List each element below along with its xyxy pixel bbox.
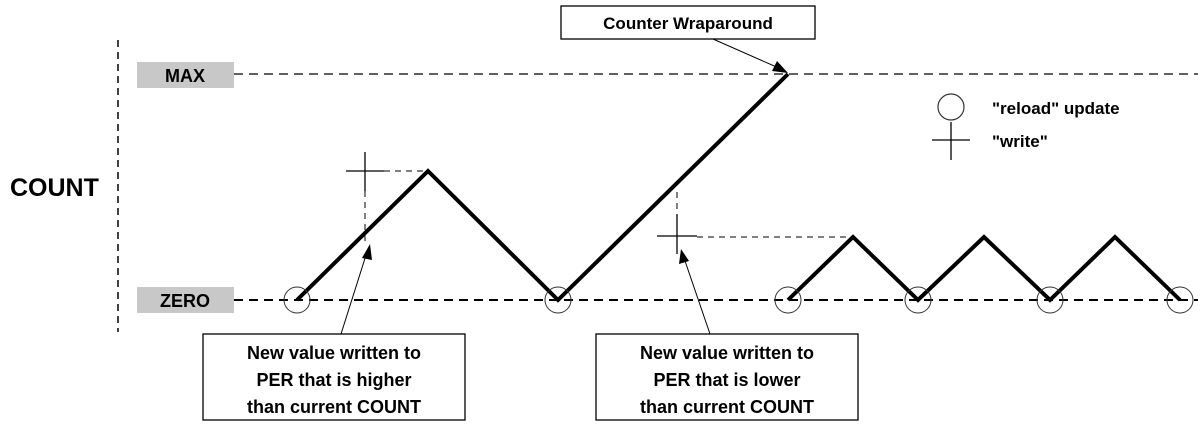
zero-level-label: ZERO: [160, 291, 210, 311]
wraparound-callout-box: [560, 5, 816, 40]
legend-cross-icon: [932, 122, 970, 160]
legend-write-label: "write": [992, 132, 1048, 151]
counter-waveform: [295, 72, 790, 303]
max-level-box: [137, 62, 234, 88]
circle-icon: [544, 286, 572, 314]
higher-callout-line-2: PER that is higher: [256, 370, 411, 390]
higher-callout-line-3: than current COUNT: [247, 397, 421, 417]
circle-icon: [1036, 286, 1064, 314]
count-axis-label: COUNT: [10, 174, 99, 202]
reload-markers: [283, 286, 1194, 314]
wraparound-callout-text: Counter Wraparound: [603, 14, 773, 33]
higher-pointer-line: [340, 251, 368, 335]
arrow-head-icon: [772, 61, 788, 73]
arrow-head-icon: [679, 249, 689, 264]
wraparound-pointer-line: [712, 38, 782, 70]
higher-callout-line-1: New value written to: [247, 343, 421, 363]
zero-level-box: [137, 287, 234, 313]
counter-waveform-low-period: [786, 234, 1182, 303]
lower-callout-line-1: New value written to: [640, 343, 814, 363]
higher-callout-box: [202, 333, 466, 421]
lower-pointer-line: [683, 257, 711, 335]
legend-circle-icon: [937, 93, 965, 121]
lower-callout-line-3: than current COUNT: [640, 397, 814, 417]
lower-callout-box: [595, 333, 859, 421]
write-marker-lower: [657, 214, 697, 254]
circle-icon: [774, 286, 802, 314]
legend-reload-label: "reload" update: [992, 99, 1120, 118]
circle-icon: [904, 286, 932, 314]
write-marker-higher: [346, 152, 384, 191]
max-level-label: MAX: [165, 66, 205, 86]
circle-icon: [1166, 286, 1194, 314]
circle-icon: [283, 286, 311, 314]
arrow-head-icon: [362, 244, 372, 260]
lower-callout-line-2: PER that is lower: [653, 370, 800, 390]
